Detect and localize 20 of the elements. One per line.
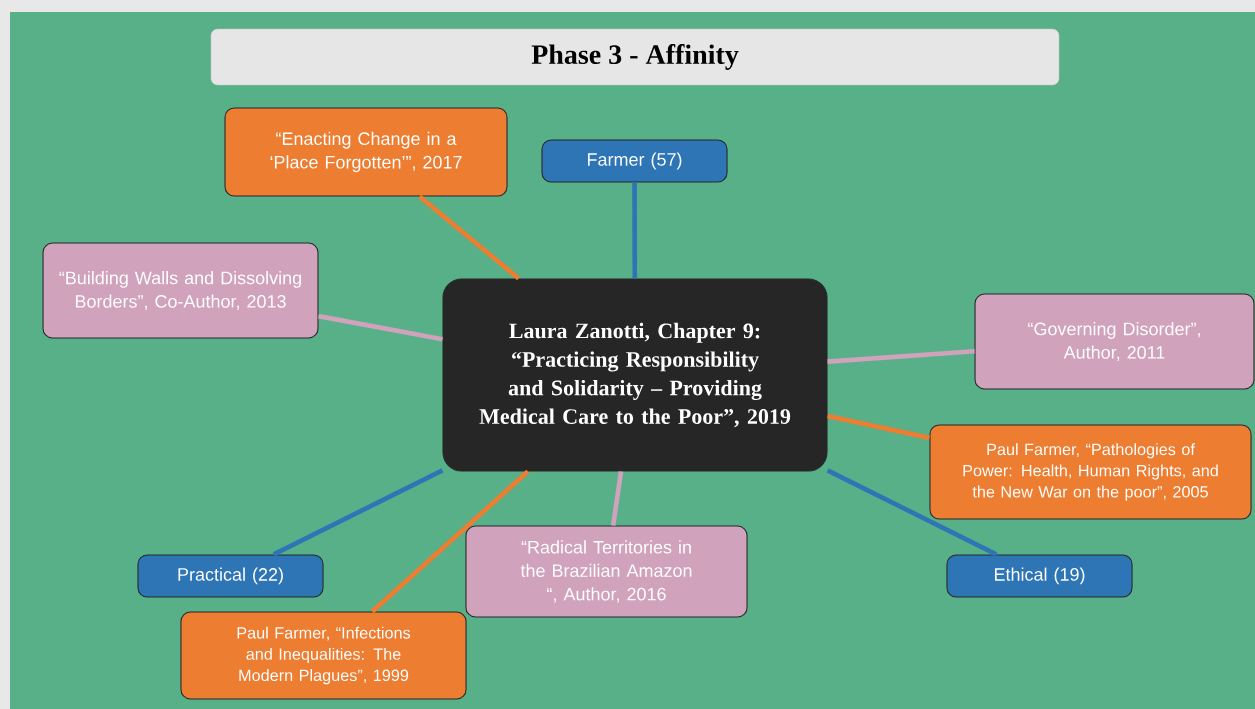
central-box: Laura Zanotti, Chapter 9: “Practicing Responsibility and Solidarity – Providing Medical Care to the Poor”, 2019	[442, 278, 828, 472]
source-box: Paul Farmer, “Pathologies of Power: Health, Human Rights, and the New War on the poor”, 2005	[929, 424, 1252, 520]
category-box: Ethical (19)	[946, 554, 1133, 598]
connector-line	[272, 468, 444, 557]
category-box: Farmer (57)	[541, 139, 728, 183]
connector-line	[827, 413, 930, 441]
connector-line	[826, 468, 998, 557]
connector-line	[632, 182, 638, 279]
source-box: “Building Walls and Dissolving Borders”, Co-Author, 2013	[42, 242, 319, 339]
source-box: Paul Farmer, “Infections and Inequalities: The Modern Plagues”, 1999	[180, 611, 467, 700]
connector-line	[318, 313, 443, 342]
connector-line	[370, 469, 530, 614]
source-box: “Governing Disorder”, Author, 2011	[974, 293, 1255, 390]
source-box: “Radical Territories in the Brazilian Amazon “, Author, 2016	[465, 525, 748, 618]
connector-line	[610, 471, 624, 526]
connector-line	[418, 194, 521, 281]
title-banner: Phase 3 - Affinity	[210, 28, 1060, 86]
category-box: Practical (22)	[137, 554, 324, 598]
source-box: “Enacting Change in a ‘Place Forgotten’”, 2017	[224, 107, 508, 197]
connector-line	[827, 348, 975, 364]
